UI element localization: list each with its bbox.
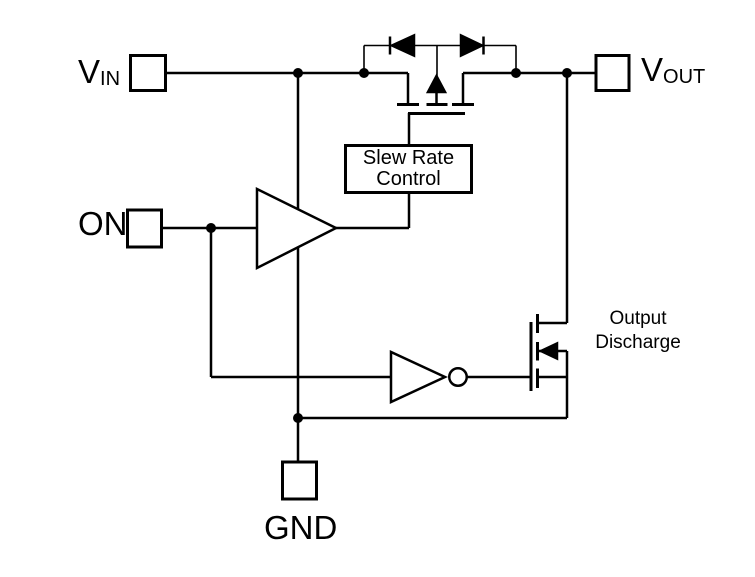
inverter-bubble-icon: [448, 367, 468, 387]
discharge-body-arrow-icon: [538, 341, 559, 361]
pin-label-gnd: GND: [264, 509, 338, 546]
slew-rate-control-block: Slew Rate Control: [344, 144, 473, 194]
driver-amp-triangle-icon: [255, 186, 339, 271]
driver-amp-triangle: [255, 186, 339, 271]
junction-dot-icon: [359, 68, 369, 78]
pass-fet-body-arrow-icon: [425, 73, 448, 94]
junction-dot-icon: [511, 68, 521, 78]
slew-rate-control-line2: Control: [376, 168, 441, 190]
back-to-back-diodes-icon: [363, 33, 517, 78]
junction-dot-icon: [562, 68, 572, 78]
vin-pin-box: [129, 54, 167, 92]
pin-label-vin: VIN: [78, 53, 121, 90]
junction-dots: [206, 68, 572, 423]
junction-dot-icon: [293, 413, 303, 423]
output-discharge-line2: Discharge: [595, 332, 681, 353]
junction-dot-icon: [293, 68, 303, 78]
vout-pin-box: [594, 54, 631, 92]
inverter-triangle: [389, 350, 448, 404]
gnd-pin-box: [281, 460, 318, 501]
pass-fet-icon: [397, 73, 474, 115]
pin-label-vout-main: V: [641, 51, 664, 88]
junction-dot-icon: [206, 223, 216, 233]
on-pin-box: [126, 208, 163, 249]
pin-label-vout-sub: OUT: [663, 66, 706, 88]
output-discharge-line1: Output: [609, 308, 667, 329]
left-diode-triangle-icon: [388, 33, 416, 58]
wires: [161, 71, 596, 462]
pin-label-vout: VOUT: [641, 51, 706, 88]
pin-label-vin-main: V: [78, 53, 101, 90]
output-discharge-annotation: Output Discharge: [576, 307, 700, 355]
right-diode-triangle-icon: [459, 33, 485, 58]
inverter-icon: [389, 350, 468, 404]
slew-rate-control-line1: Slew Rate: [362, 147, 455, 169]
discharge-nmos-icon: [529, 314, 567, 391]
pin-label-on: ON: [78, 205, 128, 242]
pin-label-vin-sub: IN: [100, 68, 121, 90]
